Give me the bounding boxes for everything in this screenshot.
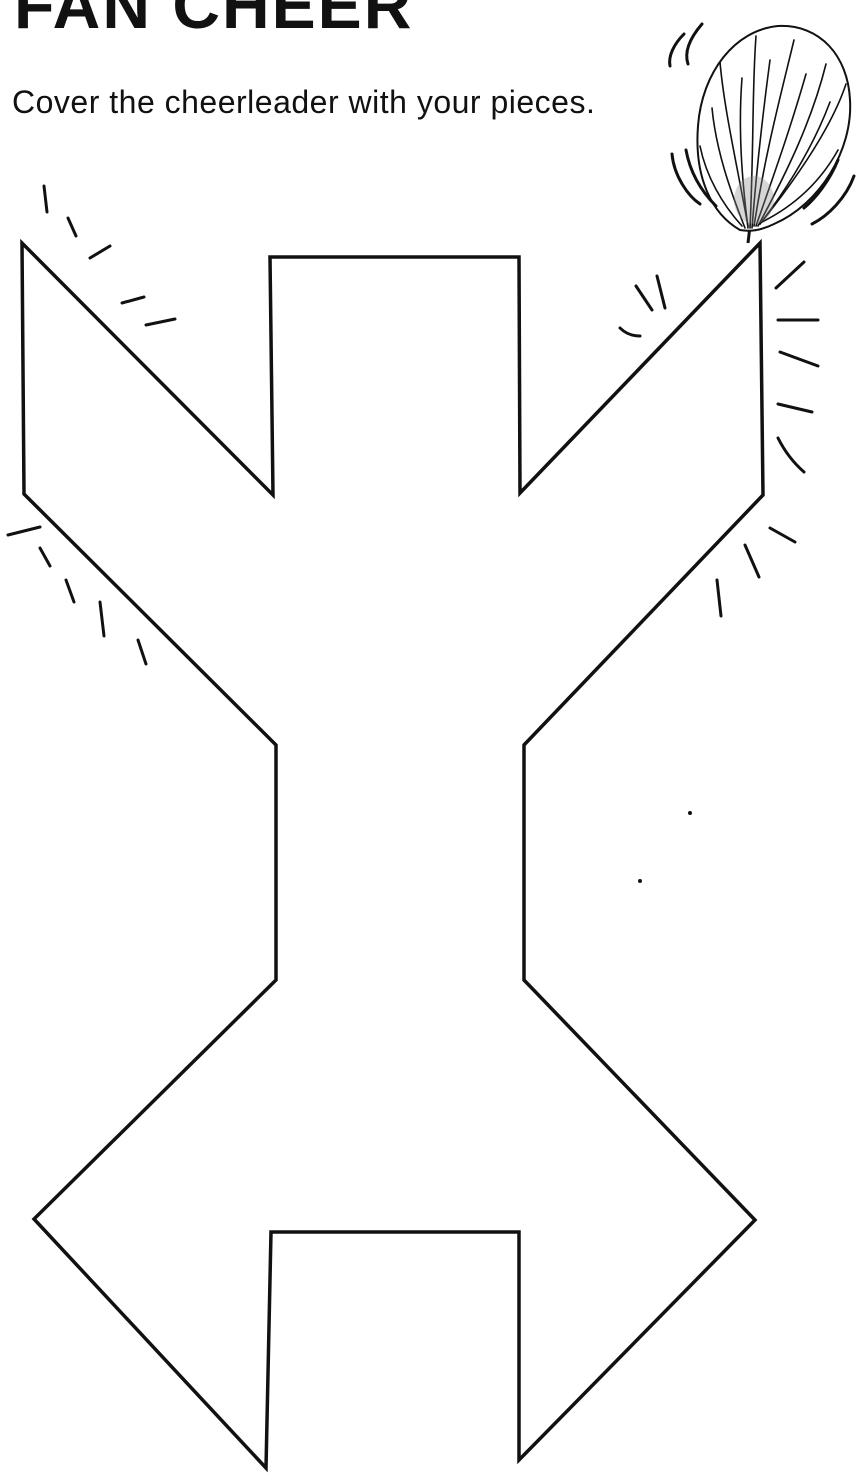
motion-lines-icon xyxy=(717,528,795,616)
pompom-icon xyxy=(670,24,854,243)
speck-dots xyxy=(638,811,692,883)
cheerleader-outline xyxy=(22,243,763,1468)
